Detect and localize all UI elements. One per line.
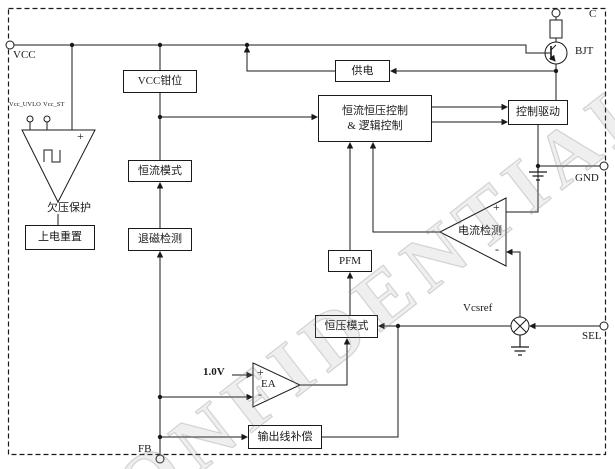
wire-supply-rail bbox=[243, 46, 335, 72]
cs-plus-sign: + bbox=[493, 200, 500, 214]
terminal-vcc bbox=[5, 40, 15, 50]
uvlo-label: 欠压保护 bbox=[46, 202, 92, 214]
wire-drive-gnd bbox=[537, 125, 600, 167]
terminal-c bbox=[551, 8, 561, 18]
wire-ea-cvmode bbox=[300, 338, 351, 386]
uvlo-plus-sign: + bbox=[77, 129, 84, 143]
terminal-sel bbox=[599, 321, 609, 331]
terminal-fb bbox=[155, 454, 165, 464]
pin-label-vcc: VCC bbox=[13, 49, 36, 61]
wire-uvlo-stems bbox=[29, 122, 48, 130]
block-cc-cv-logic: 恒流恒压控制 & 逻辑控制 bbox=[318, 95, 432, 142]
block-cc-cv-logic-line1: 恒流恒压控制 bbox=[342, 104, 408, 117]
wire-vcc-rail bbox=[14, 44, 545, 54]
block-drive: 控制驱动 bbox=[508, 100, 568, 125]
ea-label: EA bbox=[261, 378, 276, 390]
resistor-icon bbox=[549, 19, 563, 39]
vcc-st-label: Vcc_ST bbox=[43, 101, 65, 108]
wire-node-cs bbox=[506, 248, 521, 317]
ea-amp bbox=[252, 362, 302, 408]
block-vcc-clamp: VCC钳位 bbox=[123, 70, 197, 93]
wire-linecomp-node bbox=[322, 326, 399, 438]
vcc-uvlo-label: Vcc_UVLO bbox=[9, 101, 41, 108]
current-sense-amp bbox=[438, 197, 507, 267]
block-supply: 供电 bbox=[335, 60, 390, 82]
junction-dots bbox=[69, 42, 559, 440]
bjt-icon bbox=[544, 41, 568, 65]
block-pfm: PFM bbox=[328, 250, 372, 272]
block-cc-cv-logic-line2: & 逻辑控制 bbox=[347, 119, 403, 132]
block-power-on-reset: 上电重置 bbox=[25, 225, 95, 250]
ground-icon-node bbox=[511, 335, 529, 356]
uvlo-comparator bbox=[21, 129, 96, 204]
multiplier-node bbox=[510, 316, 530, 336]
block-cc-mode: 恒流模式 bbox=[128, 160, 192, 182]
block-demag-detect: 退磁检测 bbox=[128, 228, 192, 251]
wire-cs-logic bbox=[369, 142, 440, 233]
ref-1v0-label: 1.0V bbox=[203, 366, 225, 378]
wire-cs-gnd bbox=[506, 166, 539, 213]
pin-label-sel: SEL bbox=[582, 330, 602, 342]
ic-boundary bbox=[7, 7, 607, 456]
hysteresis-icon bbox=[43, 149, 61, 163]
pin-label-c: C bbox=[589, 8, 597, 20]
cs-minus-sign: - bbox=[495, 242, 499, 256]
ground-icon-drive bbox=[529, 166, 547, 181]
current-sense-label: 电流检测 bbox=[458, 225, 502, 237]
pin-label-bjt: BJT bbox=[575, 45, 594, 57]
ea-plus-sign: + bbox=[257, 365, 264, 379]
vcsref-label: Vcsref bbox=[463, 302, 493, 314]
pin-label-fb: FB bbox=[138, 443, 152, 455]
terminal-gnd bbox=[599, 161, 609, 171]
terminal-uvlo-b bbox=[43, 115, 51, 123]
block-line-comp: 输出线补偿 bbox=[248, 425, 322, 449]
terminal-uvlo-a bbox=[26, 115, 34, 123]
block-cv-mode: 恒压模式 bbox=[315, 315, 378, 338]
pin-label-gnd: GND bbox=[575, 172, 599, 184]
ea-minus-sign: - bbox=[258, 387, 262, 401]
